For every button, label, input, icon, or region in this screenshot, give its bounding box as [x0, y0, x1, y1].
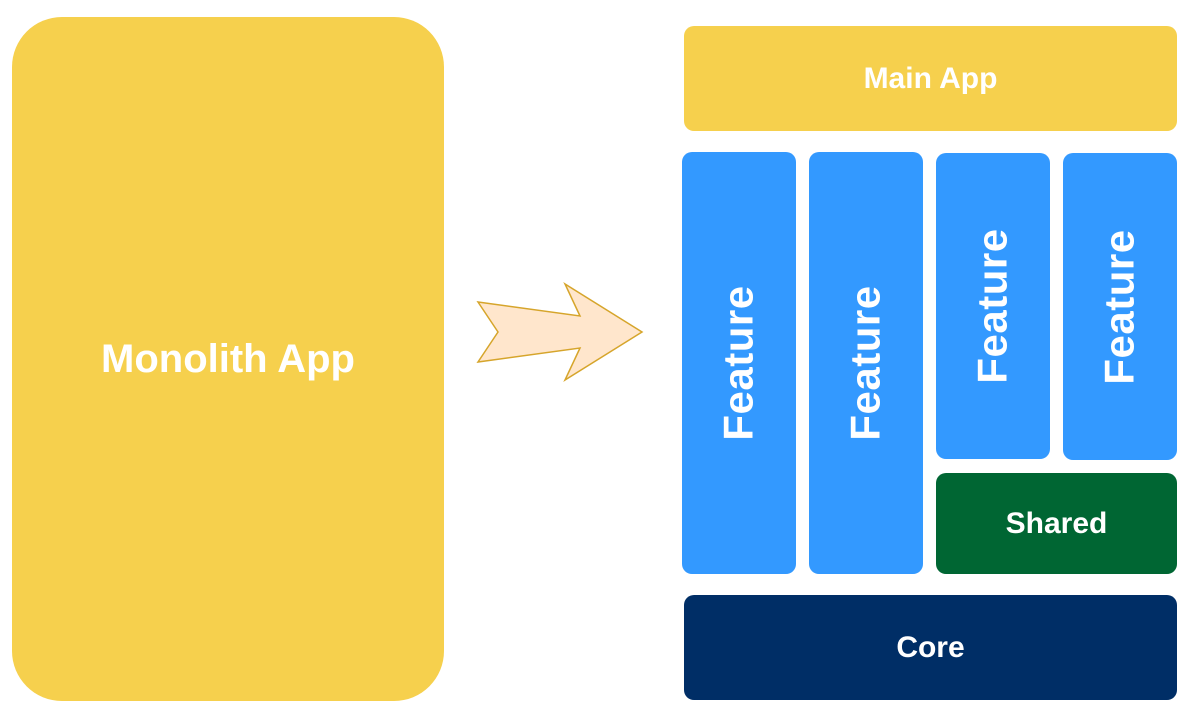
shared-label: Shared: [1005, 506, 1108, 540]
main-app-label: Main App: [863, 61, 998, 95]
core-block: Core: [684, 595, 1177, 700]
feature-block-2: Feature: [809, 152, 923, 574]
feature-block-1: Feature: [682, 152, 796, 574]
feature-label-3: Feature: [969, 228, 1016, 384]
right-arrow-icon: [476, 282, 644, 382]
core-label: Core: [896, 630, 965, 664]
feature-block-3: Feature: [936, 153, 1050, 459]
feature-label-4: Feature: [1096, 228, 1143, 385]
feature-label-2: Feature: [842, 285, 889, 441]
main-app-block: Main App: [684, 26, 1177, 131]
feature-label-1: Feature: [715, 285, 762, 441]
monolith-app-label: Monolith App: [101, 336, 355, 381]
arrow-shape: [476, 282, 644, 382]
shared-block: Shared: [936, 473, 1177, 574]
feature-block-4: Feature: [1063, 153, 1177, 460]
monolith-app-block: Monolith App: [12, 17, 444, 701]
